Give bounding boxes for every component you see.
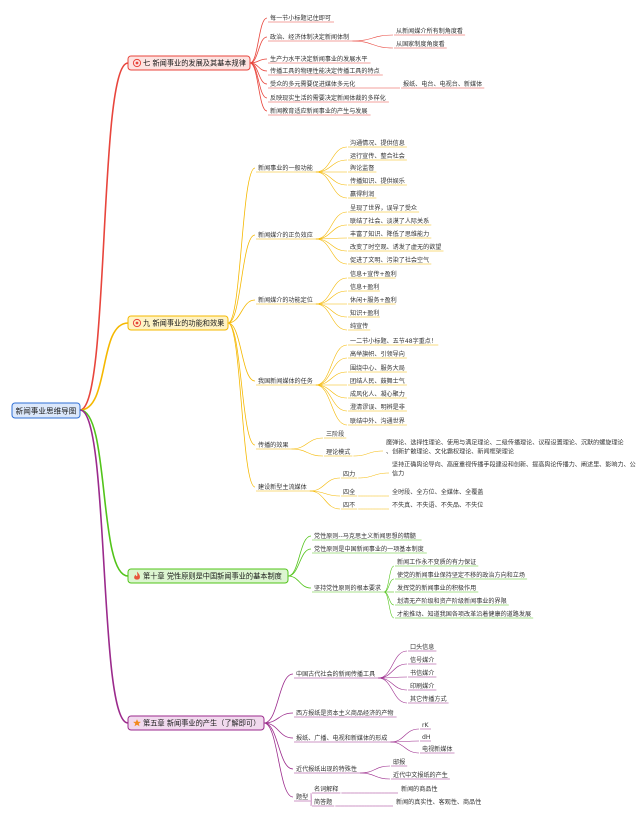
flame-icon <box>134 571 140 580</box>
b1-node-3-6: 联结中外、沟通世界 <box>350 417 405 425</box>
b1-node-0-4: 赢得利润 <box>350 190 374 198</box>
b2-node-1: 党性原则是中国新闻事业的一项基本制度 <box>314 545 424 553</box>
b1-node-2-0: 信息+宣传+盈利 <box>350 270 397 278</box>
b1-node-5-2: 四不 <box>343 502 355 509</box>
b3-node-3-0: 邸报 <box>393 758 405 766</box>
b3-node-4-0: 名词解释 <box>314 785 338 793</box>
b1-node-5-0-0: 坚持正确舆论导向、高度重视传播手段建设和创新、提高舆论传播力、阐述里、影响力、公… <box>392 460 636 477</box>
b1-node-0-1: 运行宣传、整合社会 <box>350 152 405 160</box>
b1-node-3-4: 成风化人、凝心聚力 <box>350 390 405 398</box>
b3-node-4-1: 简答题 <box>314 798 332 806</box>
b2-node-2: 坚持党性原则的根本要求 <box>314 584 381 592</box>
b3-node-0-0: 口头信息 <box>410 643 434 651</box>
b2-node-0: 党性原则--马克思主义新闻思想的精髓 <box>314 532 416 540</box>
b3-node-4-0-0: 新闻的商品性 <box>401 785 438 793</box>
b1-node-1: 新闻媒介的正负效应 <box>258 231 313 239</box>
b3-node-2-1: dH <box>422 734 430 741</box>
b2-node-2-4: 才能推动、知道我国各项改革沿着健康的道路发展 <box>397 610 531 618</box>
b2-node-2-2: 发挥党的新闻事业的积极作用 <box>397 584 476 592</box>
b0-node-0: 每一节小标题记住即可 <box>270 14 331 22</box>
b3-node-3: 近代报纸出现的特殊性 <box>296 765 357 773</box>
branch-ch7[interactable]: 七 新闻事业的发展及其基本规律 <box>127 55 251 71</box>
b1-node-1-3: 改变了时空观、诱发了虚无的欲望 <box>350 243 441 251</box>
b1-node-0-2: 舆论监督 <box>350 164 374 172</box>
b1-node-2-2: 休闲+服务+盈利 <box>350 296 397 304</box>
b2-node-2-0: 新闻工作永不变质的有力保证 <box>397 558 476 566</box>
b3-node-4: 题型 <box>296 793 308 801</box>
b1-node-5-2-0: 不失真、不失语、不失品、不失位 <box>392 501 483 509</box>
b1-node-5-0: 四力 <box>343 470 355 478</box>
b1-node-3-5: 澄清谬误、明辨是非 <box>350 403 405 411</box>
b1-node-1-2: 丰富了知识、降低了思维能力 <box>350 230 429 238</box>
b1-node-0: 新闻事业的一般功能 <box>258 164 313 172</box>
b1-node-3: 我国新闻媒体的任务 <box>258 377 313 385</box>
b3-node-4-1-0: 新闻的真实性、客观性、商品性 <box>396 798 481 806</box>
root-label: 新闻事业思维导图 <box>16 406 77 416</box>
b0-node-4: 受众的多元需要促进媒体多元化 <box>270 80 355 88</box>
branch-ch7-label: 七 新闻事业的发展及其基本规律 <box>143 59 246 68</box>
branch-ch10-label: 第十章 党性原则是中国新闻事业的基本制度 <box>143 572 282 581</box>
b1-node-2-3: 知识+盈利 <box>350 309 379 317</box>
root-node[interactable]: 新闻事业思维导图 <box>11 402 81 419</box>
b1-node-5-1-0: 全时段、全方位、全媒体、全覆盖 <box>392 488 483 496</box>
branch-ch9-label: 九 新闻事业的功能和效果 <box>143 319 224 328</box>
b0-node-5: 反映现实生活的需要决定新闻体裁的多样化 <box>270 94 386 102</box>
b1-node-3-3: 团结人民、鼓舞士气 <box>350 377 405 385</box>
b1-node-5-1: 四全 <box>343 488 355 496</box>
b0-node-2: 生产力水平决定新闻事业的发展水平 <box>270 55 368 63</box>
b3-node-3-1: 近代中文报纸的产生 <box>393 771 448 779</box>
b3-node-2-0: rK <box>422 722 430 729</box>
b0-node-4-0: 报纸、电台、电视台、新媒体 <box>403 80 482 88</box>
b0-node-1: 政治、经济体制决定新闻体制 <box>270 33 349 41</box>
b1-node-0-0: 沟通情况、提供信息 <box>350 139 405 147</box>
b1-node-2-1: 信息+盈利 <box>350 283 379 291</box>
branch-ch5[interactable]: 第五章 新闻事业的产生（了解即可） <box>127 715 265 731</box>
branch-ch9[interactable]: 九 新闻事业的功能和效果 <box>127 315 229 331</box>
b1-node-1-1: 联结了社会、淡漠了人际关系 <box>350 217 429 225</box>
branch-ch5-label: 第五章 新闻事业的产生（了解即可） <box>143 719 260 728</box>
b0-node-6: 新闻教育适应新闻事业的产生与发展 <box>270 107 368 115</box>
b3-node-2-2: 电视新媒体 <box>422 745 452 753</box>
b1-node-3-0: 一二节小标题、五节48字重点！ <box>350 337 437 345</box>
b1-node-3-1: 高举旗帜、引领导向 <box>350 350 405 358</box>
b2-node-2-1: 使党的新闻事业保持坚定不移的政治方向和立场 <box>397 571 525 579</box>
b3-node-0: 中国古代社会的新闻传播工具 <box>296 670 375 678</box>
b1-node-0-3: 传播知识、提供娱乐 <box>350 177 405 185</box>
b1-node-2-4: 纯宣传 <box>350 322 368 330</box>
b1-node-1-0: 呈现了世界，误导了受众 <box>350 204 417 212</box>
b0-node-1-0: 从新闻媒介所有制角度看 <box>396 27 463 35</box>
branch-ch10[interactable]: 第十章 党性原则是中国新闻事业的基本制度 <box>127 568 289 584</box>
b3-node-0-2: 书信媒介 <box>410 669 434 677</box>
bullseye-icon <box>132 58 142 68</box>
b1-node-4: 传播的效果 <box>258 441 288 449</box>
b2-node-2-3: 划清无产阶级和资产阶级新闻事业的界限 <box>397 597 507 605</box>
b3-node-0-4: 其它传播方式 <box>410 695 447 703</box>
b1-node-5: 建设新型主流媒体 <box>258 483 307 491</box>
b3-node-0-3: 印刷媒介 <box>410 682 434 690</box>
b1-node-4-1: 理论模式 <box>326 448 350 456</box>
b0-node-3: 传播工具的物理性能决定传播工具的特点 <box>270 67 380 75</box>
b3-node-1: 西方报纸是资本主义商品经济的产物 <box>296 709 394 717</box>
b3-node-0-1: 信号媒介 <box>410 656 434 664</box>
b0-node-1-1: 从国家制度角度看 <box>396 40 445 48</box>
b1-node-1-4: 促进了文明、污染了社会空气 <box>350 256 429 264</box>
b1-node-3-2: 围绕中心、服务大局 <box>350 364 405 372</box>
b1-node-2: 新闻媒介的功能定位 <box>258 296 313 304</box>
bullseye-icon <box>132 318 142 328</box>
b1-node-4-0: 三阶段 <box>326 430 344 438</box>
b1-node-4-1-0: 魔弹论、选择性理论、使用与满足理论、二级传播理论、议程设置理论、沉默的螺旋理论、… <box>386 438 624 455</box>
star-icon <box>133 719 141 727</box>
b3-node-2: 报纸、广播、电视和新媒体的形成 <box>296 734 387 742</box>
